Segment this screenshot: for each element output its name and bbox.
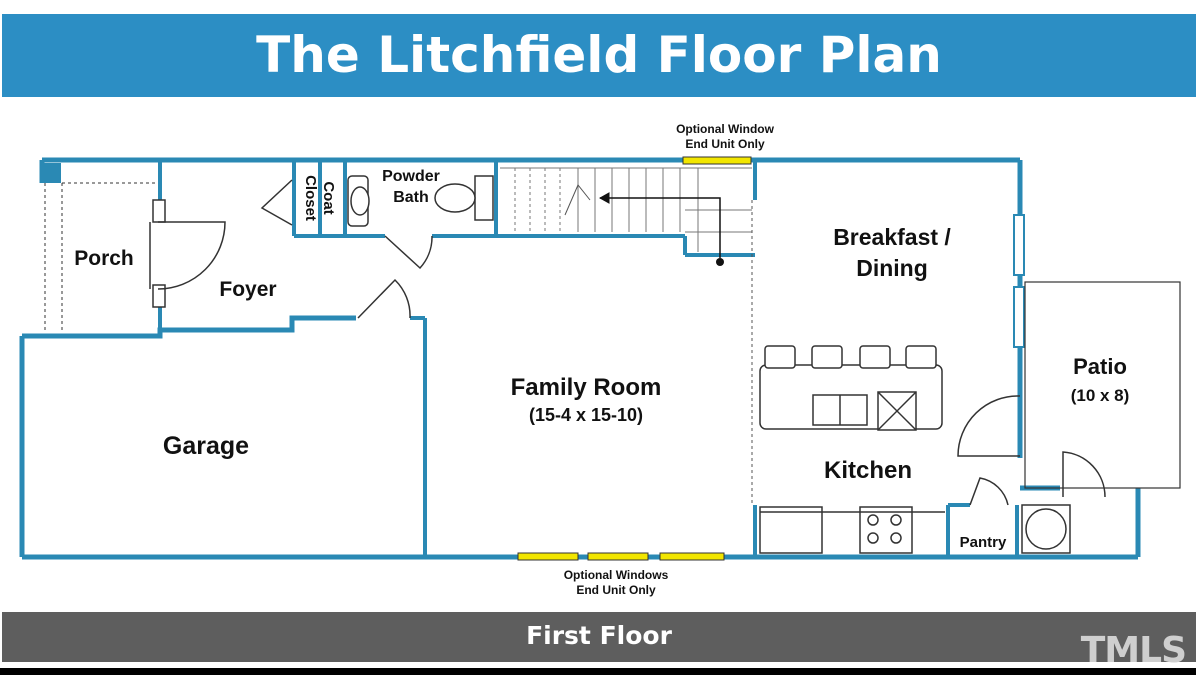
powder-bath-label-2: Bath [393,189,429,206]
closet-door [260,179,293,226]
top-window-note-2: End Unit Only [685,137,765,151]
front-door [149,199,226,308]
patio-size: (10 x 8) [1071,386,1130,405]
powder-bath-fixtures [347,175,494,227]
kitchen-island [759,345,943,431]
patio-label: Patio [1073,354,1127,379]
family-room-label: Family Room [511,374,662,401]
breakfast-dining-label-2: Dining [856,255,928,281]
garage-entry-door [357,278,411,319]
patio-area [957,281,1181,498]
coat-closet-label-2: Closet [302,175,319,221]
interior-walls [158,160,1019,557]
title-bar: The Litchfield Floor Plan [2,14,1196,97]
bottom-optional-window-1 [517,552,579,561]
bottom-optional-window-2 [587,552,649,561]
garage-label: Garage [163,432,249,460]
top-optional-window [682,156,752,165]
laundry-machine [1021,504,1071,554]
kitchen-label: Kitchen [824,457,912,484]
watermark-logo: TMLS [1080,630,1187,671]
bottom-optional-window-3 [659,552,725,561]
bottom-windows-note-1: Optional Windows [564,568,669,582]
breakfast-dining-label-1: Breakfast / [833,224,951,250]
porch-label: Porch [74,247,134,270]
foyer-label: Foyer [219,278,276,301]
garage-outline [22,315,356,339]
floor-label: First Floor [526,621,672,650]
exterior-walls [19,157,1141,560]
optional-windows [517,156,752,561]
porch-post [43,163,61,183]
porch-details [43,163,155,330]
bath-door [384,235,433,270]
coat-closet-label-1: Coat [320,181,337,214]
bottom-strip [0,668,1196,675]
family-room-size: (15-4 x 15-10) [529,405,643,425]
pantry-label: Pantry [960,534,1007,551]
side-windows [1013,214,1025,348]
powder-bath-label-1: Powder [382,168,440,185]
footer-bar: First Floor [2,612,1196,662]
stairs [500,167,752,266]
kitchen-counter [759,506,945,554]
page-title: The Litchfield Floor Plan [256,26,942,84]
pantry-door [969,477,1009,506]
bottom-windows-note-2: End Unit Only [576,583,656,597]
top-window-note-1: Optional Window [676,122,775,136]
